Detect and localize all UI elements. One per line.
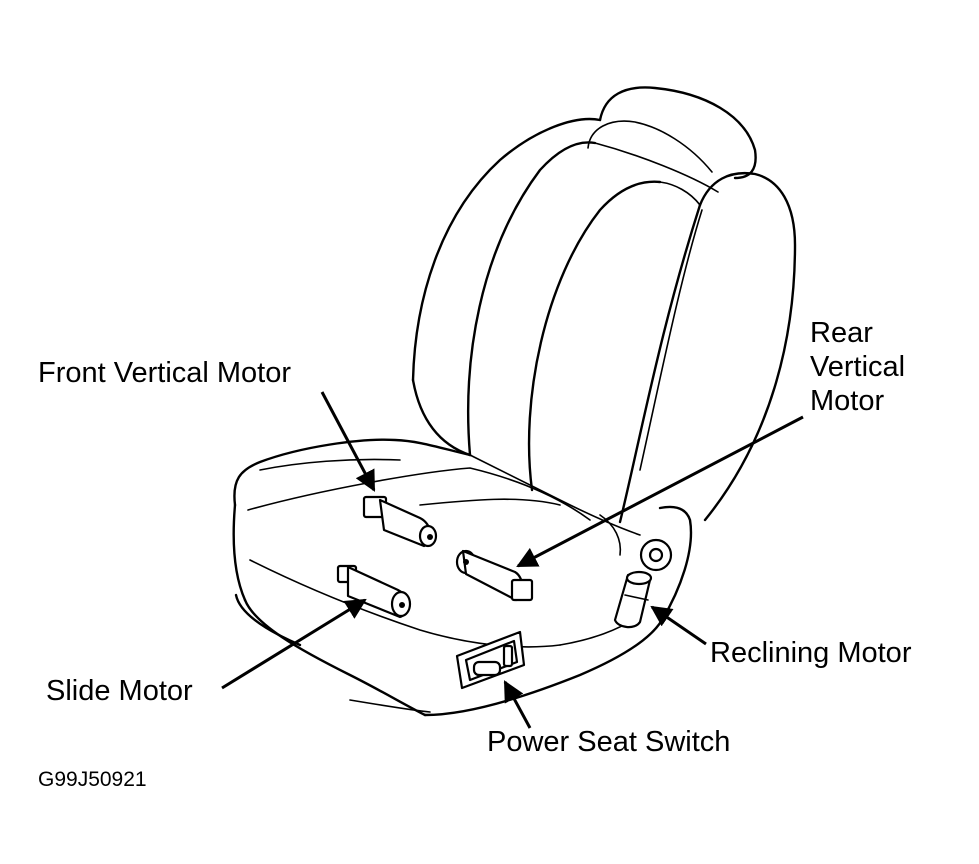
arrow-rear-vertical-motor	[516, 415, 804, 568]
arrow-reclining-motor	[650, 605, 707, 646]
figure-code: G99J50921	[38, 768, 147, 791]
label-rear-vertical-motor-line-2: Vertical	[810, 351, 906, 383]
label-front-vertical-motor: Front Vertical Motor	[38, 357, 292, 389]
leader-arrows	[221, 391, 804, 729]
power-seat-switch-part	[455, 630, 526, 690]
rear-vertical-motor-part	[455, 549, 534, 602]
arrow-slide-motor	[221, 598, 367, 690]
label-rear-vertical-motor-line-1: Rear	[810, 317, 873, 349]
arrow-power-seat-switch	[503, 680, 532, 729]
reclining-motor-part	[613, 538, 673, 629]
label-power-seat-switch: Power Seat Switch	[487, 726, 731, 758]
front-vertical-motor-part	[362, 495, 438, 548]
seat-backrest	[411, 86, 797, 524]
label-reclining-motor: Reclining Motor	[710, 637, 912, 669]
label-slide-motor: Slide Motor	[46, 675, 193, 707]
arrow-front-vertical-motor	[320, 391, 376, 492]
slide-motor-part	[336, 564, 412, 619]
label-rear-vertical-motor-line-3: Motor	[810, 385, 885, 417]
label-rear-vertical-motor: Rear Vertical Motor	[810, 316, 905, 418]
